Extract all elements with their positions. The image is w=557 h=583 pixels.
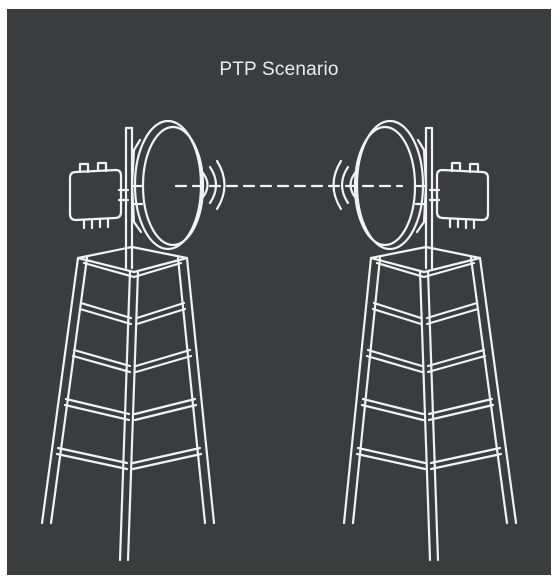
ptp-diagram bbox=[40, 119, 518, 562]
diagram-panel: PTP Scenario bbox=[7, 9, 551, 575]
right-tower bbox=[332, 119, 518, 562]
diagram-title: PTP Scenario bbox=[219, 59, 339, 80]
